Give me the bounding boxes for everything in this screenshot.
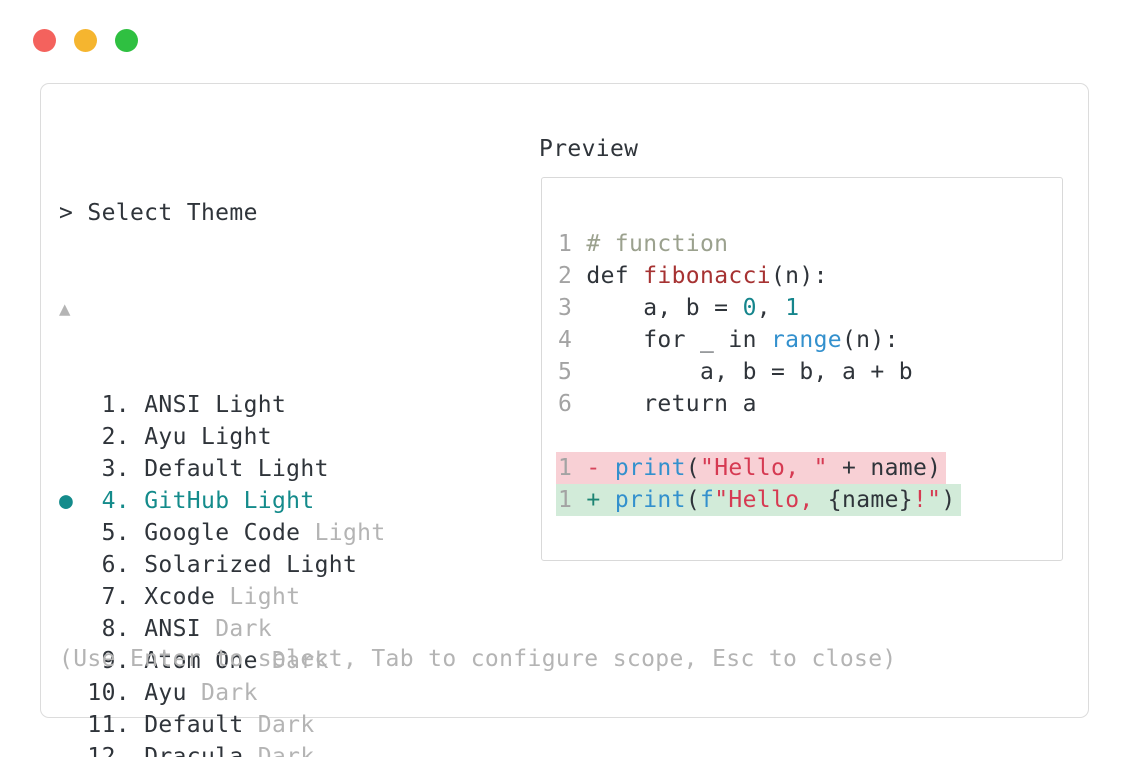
theme-number: 8. (73, 616, 145, 642)
theme-label: Default Light (144, 456, 329, 482)
code-line: 3 a, b = 0, 1 (558, 295, 800, 321)
theme-label: Ayu (144, 680, 187, 706)
theme-label: Atom One (144, 648, 258, 674)
theme-number: 4. (73, 488, 145, 514)
theme-list-item[interactable]: 11. Default Dark (59, 709, 386, 741)
code-line: 6 return a (558, 391, 757, 417)
zoom-button[interactable] (115, 29, 138, 52)
selected-bullet-icon (59, 744, 73, 757)
close-button[interactable] (33, 29, 56, 52)
code-line: 1 # function (558, 231, 729, 257)
preview-label: Preview (539, 136, 639, 162)
theme-label-suffix: Dark (186, 680, 258, 706)
theme-number: 9. (73, 648, 145, 674)
theme-label-suffix: Light (300, 520, 386, 546)
code-line: 5 a, b = b, a + b (558, 359, 913, 385)
blank-line (558, 420, 961, 452)
theme-number: 2. (73, 424, 145, 450)
selected-bullet-icon: ● (59, 488, 74, 514)
theme-label: Default (144, 712, 244, 738)
theme-label: Xcode (144, 584, 216, 610)
theme-number: 12. (73, 744, 145, 757)
theme-label-suffix: Dark (243, 712, 315, 738)
theme-list-item[interactable]: 1. ANSI Light (59, 389, 386, 421)
theme-label: ANSI (144, 616, 201, 642)
theme-picker-window: > Select Theme ▲ 1. ANSI Light 2. Ayu Li… (40, 83, 1089, 757)
theme-list-item[interactable]: 6. Solarized Light (59, 549, 386, 581)
selected-bullet-icon (59, 584, 73, 610)
theme-list-item[interactable]: 9. Atom One Dark (59, 645, 386, 677)
scroll-up-icon[interactable]: ▲ (59, 298, 71, 320)
diff-added-line: 1 + print(f"Hello, {name}!") (556, 484, 961, 516)
selected-bullet-icon (59, 552, 73, 578)
theme-label-suffix: Dark (243, 744, 315, 757)
theme-label-suffix: Dark (257, 648, 329, 674)
theme-label: GitHub Light (144, 488, 315, 514)
preview-panel: 1 # function 2 def fibonacci(n): 3 a, b = … (541, 177, 1063, 561)
theme-list: 1. ANSI Light 2. Ayu Light 3. Default Li… (59, 389, 386, 757)
preview-code: 1 # function 2 def fibonacci(n): 3 a, b = … (556, 228, 961, 516)
theme-number: 7. (73, 584, 145, 610)
selected-bullet-icon (59, 520, 73, 546)
code-line: 2 def fibonacci(n): (558, 263, 828, 289)
theme-label: Google Code (144, 520, 301, 546)
theme-number: 5. (73, 520, 145, 546)
selected-bullet-icon (59, 616, 73, 642)
theme-label-suffix: Dark (201, 616, 272, 642)
theme-number: 3. (73, 456, 145, 482)
help-text: (Use Enter to select, Tab to configure s… (59, 646, 897, 672)
selected-bullet-icon (59, 456, 73, 482)
theme-list-item[interactable]: 10. Ayu Dark (59, 677, 386, 709)
diff-removed-line: 1 - print("Hello, " + name) (556, 452, 961, 484)
theme-label: Dracula (144, 744, 244, 757)
theme-label: ANSI Light (144, 392, 287, 418)
theme-number: 10. (73, 680, 145, 706)
theme-label-suffix: Light (215, 584, 301, 610)
theme-label: Solarized Light (144, 552, 358, 578)
selected-bullet-icon (59, 712, 73, 738)
theme-number: 1. (73, 392, 145, 418)
minimize-button[interactable] (74, 29, 97, 52)
theme-list-item[interactable]: 2. Ayu Light (59, 421, 386, 453)
selected-bullet-icon (59, 680, 73, 706)
theme-list-item[interactable]: 5. Google Code Light (59, 517, 386, 549)
code-line: 4 for _ in range(n): (558, 327, 899, 353)
selected-bullet-icon (59, 392, 73, 418)
theme-list-item[interactable]: 12. Dracula Dark (59, 741, 386, 757)
theme-list-item[interactable]: 3. Default Light (59, 453, 386, 485)
theme-list-item[interactable]: 7. Xcode Light (59, 581, 386, 613)
prompt: > Select Theme (59, 200, 258, 226)
selected-bullet-icon (59, 424, 73, 450)
theme-list-item[interactable]: ● 4. GitHub Light (59, 485, 386, 517)
theme-label: Ayu Light (144, 424, 272, 450)
theme-picker: > Select Theme ▲ 1. ANSI Light 2. Ayu Li… (59, 133, 386, 757)
theme-number: 6. (73, 552, 145, 578)
theme-number: 11. (73, 712, 145, 738)
traffic-lights (33, 29, 138, 52)
theme-list-item[interactable]: 8. ANSI Dark (59, 613, 386, 645)
